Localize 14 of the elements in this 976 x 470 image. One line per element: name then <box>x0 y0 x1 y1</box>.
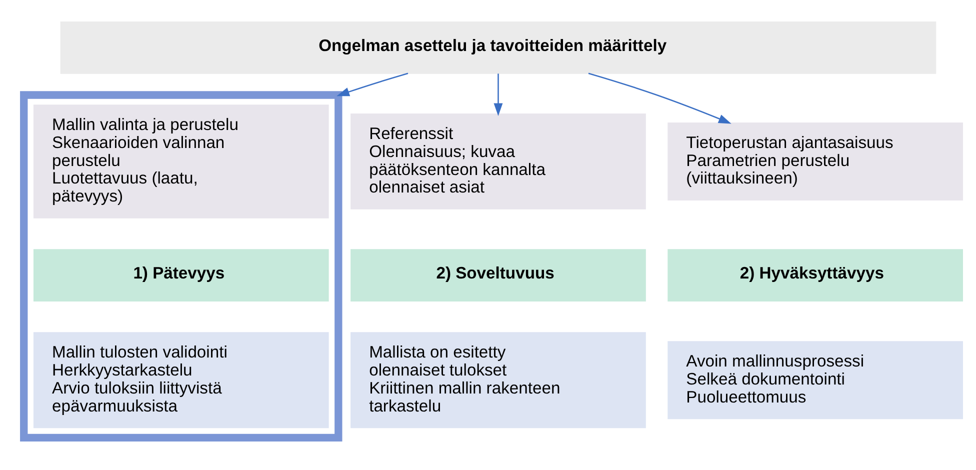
node-box: 2) Soveltuvuus <box>350 249 646 302</box>
node-box: 1) Pätevyys <box>33 249 329 302</box>
arrow <box>494 74 503 116</box>
node-box: Tietoperustan ajantasaisuus Parametrien perustelu (viittauksineen) <box>668 122 963 200</box>
node-box: 2) Hyväksyttävyys <box>668 249 963 302</box>
node-box: Mallin tulosten validointi Herkkyystarkastelu Arvio tuloksiin liittyvistä epävarmuuksista <box>33 332 329 428</box>
node-box: Mallin valinta ja perustelu Skenaarioiden valinnan perustelu Luotettavuus (laatu, pätevyys) <box>33 104 329 218</box>
node-box: Ongelman asettelu ja tavoitteiden määrittely <box>60 21 936 74</box>
cluster <box>20 91 342 442</box>
node-box: Avoin mallinnusprosessi Selkeä dokumentointi Puolueettomuus <box>668 341 963 420</box>
arrow <box>588 72 732 124</box>
node-box: Mallista on esitetty olennaiset tulokset Kriittinen mallin rakenteen tarkastelu <box>350 332 646 428</box>
arrow <box>336 72 408 96</box>
node-box: Referenssit Olennaisuus; kuvaa päätöksenteon kannalta olennaiset asiat <box>350 114 646 210</box>
